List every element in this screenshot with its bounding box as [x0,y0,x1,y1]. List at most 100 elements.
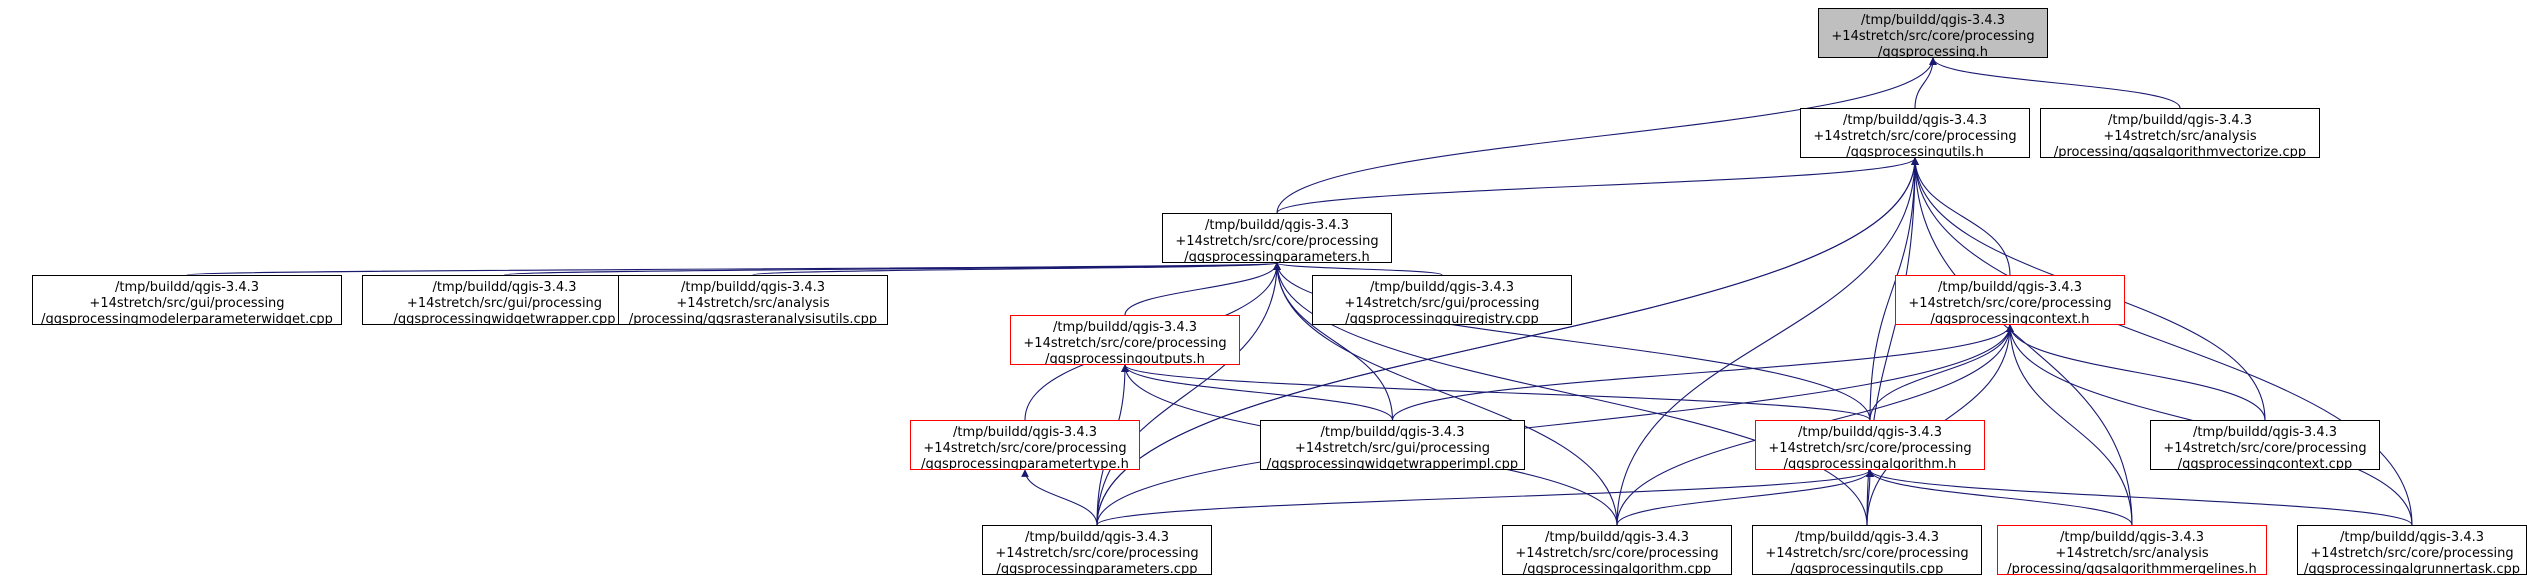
node-label-line: /tmp/buildd/qgis-3.4.3 [2107,113,2253,128]
node-label-line: +14stretch/src/analysis [676,296,830,311]
node-label-line: +14stretch/src/gui/processing [1344,296,1540,311]
node-label-line: +14stretch/src/analysis [2055,546,2209,561]
node-label-line: +14stretch/src/analysis [2103,129,2257,144]
dependency-edge [1096,324,2014,526]
dependency-edge [1911,157,2133,526]
node-label-line: /qgsprocessingutils.cpp [1790,562,1944,575]
dependency-edge [1869,157,1919,421]
graph-node-paramtype-h[interactable]: /tmp/buildd/qgis-3.4.3+14stretch/src/cor… [910,420,1140,470]
graph-node-context-cpp[interactable]: /tmp/buildd/qgis-3.4.3+14stretch/src/cor… [2150,420,2380,470]
node-label-line: +14stretch/src/core/processing [1831,29,2035,44]
node-label-line: +14stretch/src/core/processing [1175,234,1379,249]
node-label-line: /tmp/buildd/qgis-3.4.3 [1937,280,2083,295]
dependency-edge [752,262,1281,276]
dependency-edge [1869,324,2014,421]
node-label-line: /tmp/buildd/qgis-3.4.3 [1797,425,1943,440]
graph-node-context-h[interactable]: /tmp/buildd/qgis-3.4.3+14stretch/src/cor… [1895,275,2125,325]
node-label-line: /tmp/buildd/qgis-3.4.3 [2059,530,2205,545]
dependency-edge [1021,469,1098,526]
node-label-line: /processing/qgsalgorithmmergelines.h [2007,562,2257,575]
dependency-edge [1616,469,1874,526]
node-label-line: /processing/qgsalgorithmvectorize.cpp [2053,145,2307,158]
node-label-line: /qgsprocessingparameters.cpp [996,562,1198,575]
node-label-line: /qgsprocessingalgrunnertask.cpp [2303,562,2521,575]
node-label-line: +14stretch/src/core/processing [923,441,1127,456]
node-label-line: +14stretch/src/core/processing [1908,296,2112,311]
node-label-line: /qgsprocessingalgorithm.cpp [1522,562,1712,575]
dependency-edge [1273,262,1868,526]
node-label-line: /qgsprocessingparameters.h [1184,250,1370,263]
dependency-edge [1616,157,1919,526]
node-label-line: /tmp/buildd/qgis-3.4.3 [1320,425,1465,440]
node-label-line: /qgsprocessingparametertype.h [921,457,1129,470]
node-label-line: /processing/qgsrasteranalysisutils.cpp [628,312,878,325]
node-label-line: /qgsprocessingutils.h [1846,145,1984,158]
graph-node-outputs-h[interactable]: /tmp/buildd/qgis-3.4.3+14stretch/src/cor… [1010,315,1240,365]
node-label-line: /tmp/buildd/qgis-3.4.3 [1794,530,1940,545]
graph-node-utils-h[interactable]: /tmp/buildd/qgis-3.4.3+14stretch/src/cor… [1800,108,2030,158]
dependency-edge [1276,57,1937,214]
dependency-edge [1866,469,2133,526]
dependency-edge [2006,324,2133,526]
graph-node-params-cpp[interactable]: /tmp/buildd/qgis-3.4.3+14stretch/src/cor… [982,525,1212,575]
node-label-line: +14stretch/src/core/processing [1813,129,2017,144]
node-label-line: /tmp/buildd/qgis-3.4.3 [1860,13,2006,28]
node-label-line: +14stretch/src/core/processing [2163,441,2367,456]
dependency-edge [1276,157,1919,214]
graph-node-vectorize[interactable]: /tmp/buildd/qgis-3.4.3+14stretch/src/ana… [2040,108,2320,158]
graph-node-guiregistry[interactable]: /tmp/buildd/qgis-3.4.3+14stretch/src/gui… [1312,275,1572,325]
node-label-line: +14stretch/src/gui/processing [406,296,603,311]
graph-node-algorithm-h[interactable]: /tmp/buildd/qgis-3.4.3+14stretch/src/cor… [1755,420,1985,470]
node-label-line: /tmp/buildd/qgis-3.4.3 [2192,425,2338,440]
dependency-edge [1121,364,1871,421]
node-label-line: +14stretch/src/gui/processing [89,296,285,311]
node-label-line: /qgsprocessingwidgetwrapperimpl.cpp [1266,457,1519,470]
node-label-line: +14stretch/src/core/processing [995,546,1199,561]
node-label-line: +14stretch/src/core/processing [1023,336,1227,351]
node-label-line: +14stretch/src/core/processing [1768,441,1972,456]
node-label-line: /qgsprocessingguiregistry.cpp [1345,312,1539,325]
node-label-line: /tmp/buildd/qgis-3.4.3 [680,280,826,295]
dependency-edge [1911,157,2011,276]
dependency-edge [1391,324,2014,421]
node-label-line: /qgsprocessingcontext.cpp [2177,457,2353,470]
node-label-line: /qgsprocessingalgorithm.h [1783,457,1957,470]
node-label-line: /tmp/buildd/qgis-3.4.3 [1052,320,1198,335]
node-label-line: /qgsprocessingcontext.h [1930,312,2090,325]
node-label-line: /qgsprocessing.h [1877,45,1989,58]
node-label-line: /tmp/buildd/qgis-3.4.3 [1024,530,1170,545]
dependency-edge [1121,364,1394,421]
dependency-edge [2006,324,2266,421]
node-label-line: +14stretch/src/core/processing [1765,546,1969,561]
graph-node-algorithm-cpp[interactable]: /tmp/buildd/qgis-3.4.3+14stretch/src/cor… [1502,525,1732,575]
node-label-line: /tmp/buildd/qgis-3.4.3 [2339,530,2485,545]
dependency-edge [1911,157,2413,526]
node-label-line: /tmp/buildd/qgis-3.4.3 [1544,530,1690,545]
dependency-edge [1096,469,1874,526]
dependency-edge [1096,262,1281,526]
dependency-edge [1124,262,1281,316]
node-label-line: /tmp/buildd/qgis-3.4.3 [432,280,577,295]
node-label-line: +14stretch/src/gui/processing [1294,441,1491,456]
graph-node-params-h[interactable]: /tmp/buildd/qgis-3.4.3+14stretch/src/cor… [1162,213,1392,263]
dependency-edge [1096,157,1919,526]
node-label-line: /tmp/buildd/qgis-3.4.3 [1204,218,1350,233]
node-label-line: /qgsprocessingmodelerparameterwidget.cpp [41,312,333,325]
dependency-edge [1866,469,2413,526]
dependency-edge [1929,57,2181,109]
dependency-edge [1273,262,1871,421]
graph-node-mergelines[interactable]: /tmp/buildd/qgis-3.4.3+14stretch/src/ana… [1997,525,2267,575]
graph-node-modelerwidget[interactable]: /tmp/buildd/qgis-3.4.3+14stretch/src/gui… [32,275,342,325]
node-label-line: /qgsprocessingwidgetwrapper.cpp [393,312,616,325]
node-label-line: /tmp/buildd/qgis-3.4.3 [1369,280,1515,295]
node-label-line: /tmp/buildd/qgis-3.4.3 [1842,113,1988,128]
graph-node-rasterutils[interactable]: /tmp/buildd/qgis-3.4.3+14stretch/src/ana… [618,275,888,325]
graph-node-widgetwrapper[interactable]: /tmp/buildd/qgis-3.4.3+14stretch/src/gui… [362,275,647,325]
graph-node-runnertask[interactable]: /tmp/buildd/qgis-3.4.3+14stretch/src/cor… [2297,525,2527,575]
graph-node-wrapperimpl[interactable]: /tmp/buildd/qgis-3.4.3+14stretch/src/gui… [1260,420,1525,470]
node-label-line: +14stretch/src/core/processing [2310,546,2514,561]
graph-node-utils-cpp[interactable]: /tmp/buildd/qgis-3.4.3+14stretch/src/cor… [1752,525,1982,575]
node-label-line: +14stretch/src/core/processing [1515,546,1719,561]
